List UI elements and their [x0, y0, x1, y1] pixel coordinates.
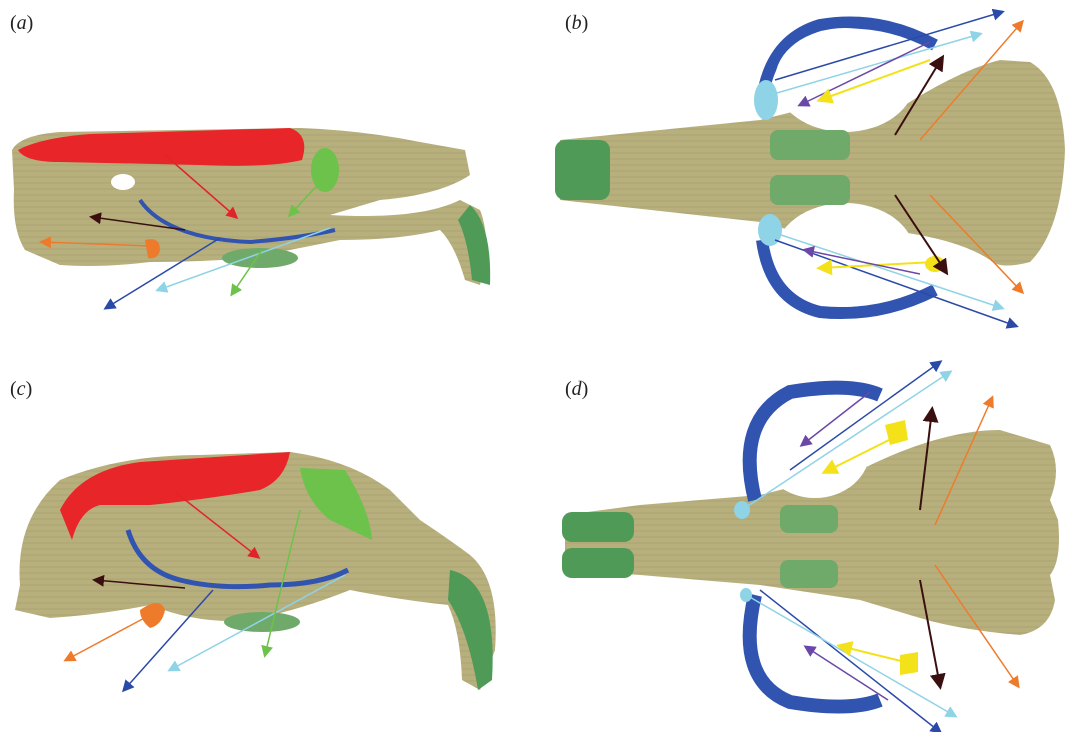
- panel-a-skull: [12, 128, 490, 308]
- orange-attachment-c: [140, 603, 165, 628]
- orbit-lower-d: [760, 597, 870, 693]
- incisor-lower-d: [562, 548, 634, 578]
- molars-upper-d: [780, 505, 838, 533]
- incisor-upper-d: [562, 512, 634, 542]
- panel-c-skull: [15, 452, 496, 690]
- molars-lower-b: [770, 175, 850, 205]
- incisors-b: [555, 140, 610, 200]
- panel-b-skull: [555, 12, 1065, 326]
- molars-upper-b: [770, 130, 850, 160]
- molars-c: [224, 612, 300, 632]
- lightblue-pad-lower-d: [740, 588, 752, 602]
- lightblue-pad-upper-d: [734, 501, 750, 519]
- arrow-orange-c: [66, 615, 150, 660]
- yellow-pad-lower-d: [900, 652, 918, 675]
- masseter-origin-a: [311, 148, 339, 192]
- panel-d-skull: [562, 362, 1059, 732]
- yellow-pad-lower-b: [925, 256, 945, 272]
- molars-lower-d: [780, 560, 838, 588]
- orbit-lower-b: [775, 203, 915, 307]
- molars-a: [222, 248, 298, 268]
- orbit-hole-a: [111, 174, 135, 190]
- orbit-upper-d: [760, 402, 870, 498]
- lightblue-pad-upper-b: [754, 80, 778, 120]
